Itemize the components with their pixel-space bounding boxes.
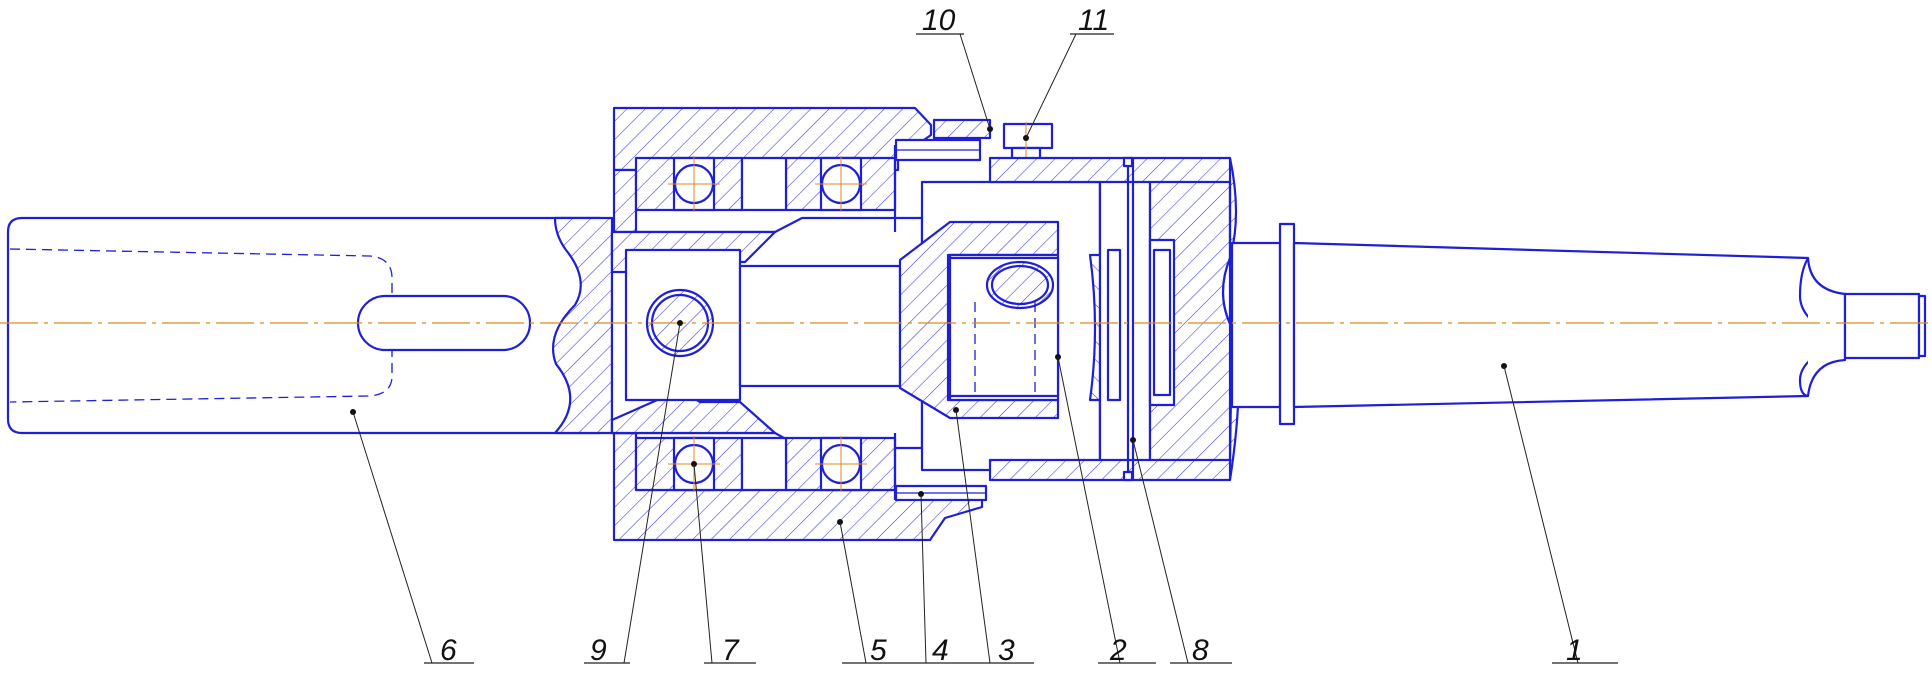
callout-10: 10 xyxy=(916,4,993,132)
callout-11: 11 xyxy=(1023,4,1114,141)
bearing-bottom-left xyxy=(634,436,744,492)
callout-1: 1 xyxy=(1501,363,1618,667)
part-1-arbor xyxy=(1230,222,1927,426)
part-6-shank xyxy=(6,216,614,435)
part-1-flange xyxy=(988,156,1240,482)
bearing-top-left xyxy=(634,156,744,212)
callout-7-label: 7 xyxy=(722,634,740,667)
callout-10-label: 10 xyxy=(922,4,956,37)
callout-8: 8 xyxy=(1130,437,1232,667)
callout-3-label: 3 xyxy=(998,634,1015,667)
bearing-spacers xyxy=(740,145,897,500)
callout-3: 3 xyxy=(953,407,1034,667)
part-10-cap xyxy=(894,118,992,502)
callout-4-label: 4 xyxy=(932,634,949,667)
callout-8-label: 8 xyxy=(1192,634,1209,667)
callout-9: 9 xyxy=(584,320,683,667)
part-2-cross xyxy=(948,256,1060,398)
callout-7: 7 xyxy=(691,461,756,667)
callout-4: 4 xyxy=(904,491,966,667)
callout-5: 5 xyxy=(837,519,904,667)
callout-11-label: 11 xyxy=(1078,4,1109,37)
callout-6-label: 6 xyxy=(440,634,457,667)
callout-5-label: 5 xyxy=(870,634,887,667)
bearing-bottom-right xyxy=(784,436,897,492)
part-9-pin-block xyxy=(624,248,902,402)
callout-9-label: 9 xyxy=(590,634,607,667)
callout-2: 2 xyxy=(1055,354,1156,667)
bearing-top-right xyxy=(784,156,897,212)
callout-6: 6 xyxy=(350,409,474,667)
callouts: 1 2 3 4 5 6 xyxy=(350,4,1618,667)
callout-1-label: 1 xyxy=(1566,634,1583,667)
callout-2-label: 2 xyxy=(1109,634,1127,667)
